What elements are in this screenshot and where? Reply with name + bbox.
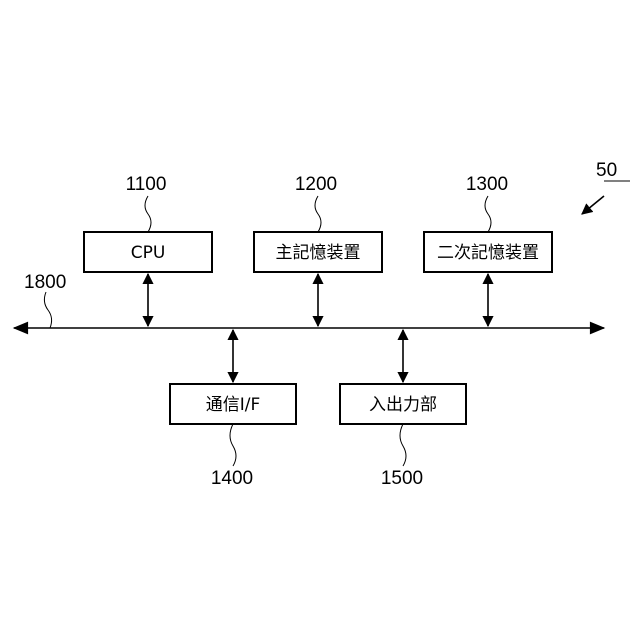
secondary-storage-ref-label: 1300 bbox=[466, 174, 508, 195]
io-unit-label: 入出力部 bbox=[369, 395, 437, 415]
cpu-ref-label: 1100 bbox=[126, 174, 167, 195]
figure-ref-label: 50 bbox=[596, 160, 617, 181]
io-unit-ref-leader bbox=[400, 424, 406, 466]
bus-ref-label: 1800 bbox=[24, 272, 66, 293]
main-memory-ref-label: 1200 bbox=[295, 174, 337, 195]
io-unit-ref-label: 1500 bbox=[381, 468, 423, 489]
secondary-storage-ref-leader bbox=[485, 196, 491, 232]
comm-if-label: 通信I/F bbox=[206, 395, 261, 415]
main-memory-ref-leader bbox=[315, 196, 321, 232]
figure-ref-arrow bbox=[582, 196, 604, 214]
comm-if-ref-leader bbox=[230, 424, 236, 466]
main-memory-label: 主記憶装置 bbox=[276, 243, 361, 263]
secondary-storage-label: 二次記憶装置 bbox=[437, 243, 539, 263]
cpu-label: CPU bbox=[131, 243, 166, 263]
cpu-ref-leader bbox=[145, 196, 151, 232]
bus-ref-leader bbox=[44, 292, 51, 328]
comm-if-ref-label: 1400 bbox=[211, 468, 253, 489]
